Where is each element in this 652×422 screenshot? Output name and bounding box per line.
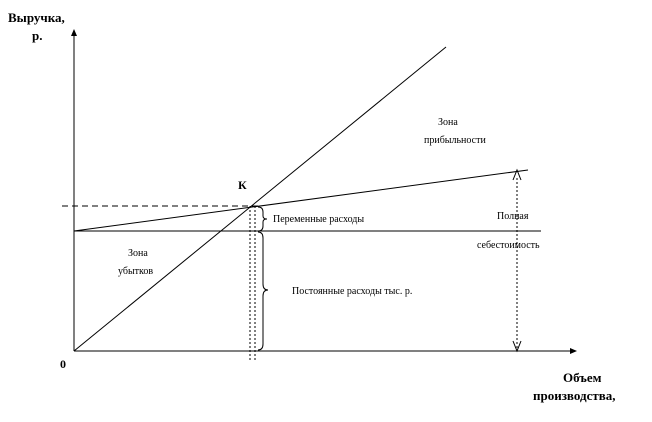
- revenue-line: [73, 46, 447, 352]
- x-axis-title-line2: производства,: [533, 388, 616, 403]
- variable-costs-label: Переменные расходы: [273, 214, 364, 225]
- variable-costs-brace: [257, 206, 268, 232]
- loss-zone-label-line1: Зона: [128, 248, 148, 259]
- fixed-costs-brace: [257, 231, 269, 351]
- y-axis-title-line2: р.: [32, 28, 42, 43]
- full-cost-line: [73, 169, 529, 232]
- full-cost-arrow-head-top: [512, 168, 522, 181]
- profit-zone-label-line2: прибыльности: [424, 135, 486, 146]
- y-axis-title-line1: Выручка,: [8, 10, 65, 25]
- profit-zone-label-line1: Зона: [438, 117, 458, 128]
- full-cost-label-line1: Полная: [497, 211, 529, 222]
- x-axis-title-line1: Объем: [563, 370, 602, 385]
- loss-zone-label-line2: убытков: [118, 266, 153, 277]
- full-cost-label-line2: себестоимость: [477, 240, 540, 251]
- breakeven-point-label: К: [238, 178, 247, 192]
- fixed-costs-label: Постоянные расходы тыс. р.: [292, 286, 412, 297]
- full-cost-arrow-head-bottom: [512, 340, 522, 353]
- origin-label: 0: [60, 357, 66, 371]
